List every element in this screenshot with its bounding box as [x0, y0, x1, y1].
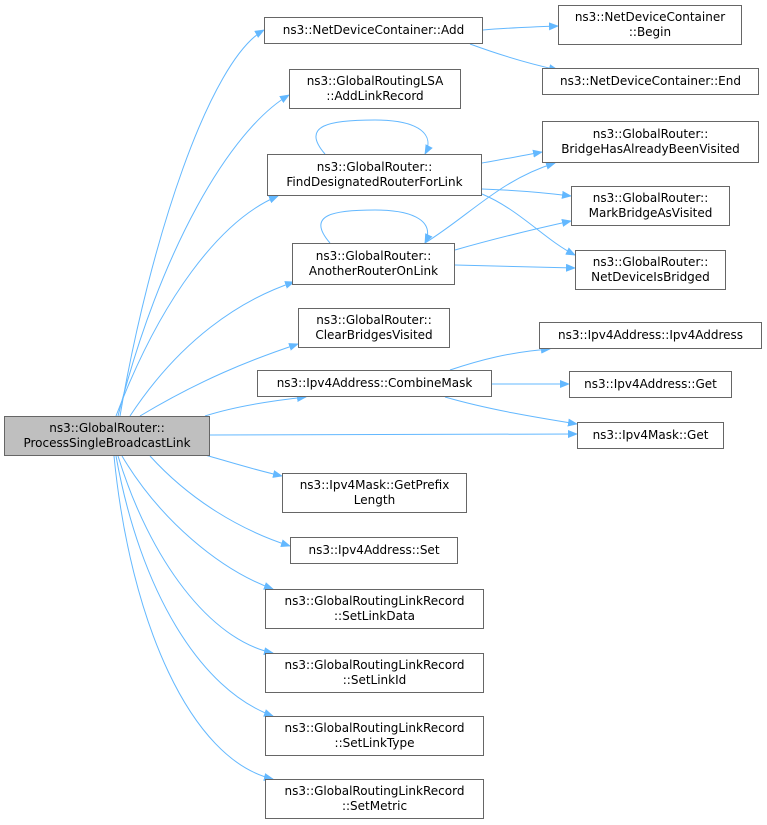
node-mark-bridge[interactable]: ns3::GlobalRouter::MarkBridgeAsVisited [571, 186, 730, 226]
edge-find-dr-to-find-dr [315, 119, 433, 155]
node-label-line: ns3::GlobalRouter:: [592, 191, 709, 205]
node-label-line: ns3::GlobalRouter:: [592, 127, 709, 141]
edge-combine-mask-to-ipv4-ctor [449, 345, 551, 371]
node-label-line: ns3::GlobalRouter:: [592, 255, 709, 269]
node-label-line: ns3::GlobalRouter:: [316, 160, 433, 174]
edge-root-to-find-dr [115, 195, 279, 417]
edge-ndc-add-to-ndc-end [469, 43, 559, 73]
node-clear-bridges[interactable]: ns3::GlobalRouter::ClearBridgesVisited [298, 308, 450, 348]
edge-root-to-set-link-id [117, 455, 274, 656]
edge-another-router-to-nd-bridged [454, 263, 576, 272]
node-label-line: ProcessSingleBroadcastLink [23, 436, 191, 450]
node-label-line: ns3::Ipv4Address::Get [584, 377, 717, 391]
node-set-link-data[interactable]: ns3::GlobalRoutingLinkRecord::SetLinkDat… [265, 589, 484, 629]
node-label-line: ns3::NetDeviceContainer::End [559, 74, 741, 88]
node-label-line: ns3::Ipv4Mask::Get [592, 428, 709, 442]
node-label-line: Length [353, 493, 396, 507]
node-ndc-end[interactable]: ns3::NetDeviceContainer::End [542, 68, 759, 95]
node-label-line: ns3::NetDeviceContainer [574, 10, 726, 24]
node-label-line: ns3::Ipv4Address::Set [308, 543, 440, 557]
node-label-line: ns3::GlobalRouter:: [49, 421, 165, 435]
node-label-line: ::SetLinkId [342, 673, 407, 687]
edge-another-router-to-bridge-visited [424, 161, 556, 244]
edge-find-dr-to-bridge-visited [481, 149, 543, 164]
node-label-line: ns3::GlobalRoutingLSA [306, 74, 444, 88]
node-label-line: ns3::Ipv4Address::CombineMask [276, 376, 473, 390]
node-label-line: BridgeHasAlreadyBeenVisited [561, 142, 740, 156]
node-label-line: AnotherRouterOnLink [308, 264, 439, 278]
edge-root-to-set-metric [113, 455, 274, 781]
node-ndc-begin[interactable]: ns3::NetDeviceContainer::Begin [558, 5, 742, 45]
node-label-line: ns3::GlobalRouter:: [315, 249, 432, 263]
edge-ndc-add-to-ndc-begin [482, 22, 559, 31]
node-ndc-add[interactable]: ns3::NetDeviceContainer::Add [264, 17, 483, 44]
node-bridge-visited[interactable]: ns3::GlobalRouter::BridgeHasAlreadyBeenV… [542, 121, 759, 163]
edge-root-to-ipv4-set [149, 455, 291, 548]
edge-another-router-to-another-router [320, 209, 433, 244]
node-label-line: ::Begin [628, 25, 672, 39]
edge-find-dr-to-nd-bridged [481, 193, 576, 256]
node-ipv4-ctor[interactable]: ns3::Ipv4Address::Ipv4Address [539, 322, 762, 349]
node-label-line: ns3::NetDeviceContainer::Add [282, 23, 465, 37]
node-nd-bridged[interactable]: ns3::GlobalRouter::NetDeviceIsBridged [575, 250, 726, 290]
edge-root-to-prefix-len [204, 454, 283, 478]
node-set-metric[interactable]: ns3::GlobalRoutingLinkRecord::SetMetric [265, 779, 484, 819]
node-label-line: ns3::GlobalRoutingLinkRecord [284, 594, 465, 608]
node-label-line: ns3::GlobalRoutingLinkRecord [284, 721, 465, 735]
node-label-line: ns3::GlobalRoutingLinkRecord [284, 784, 465, 798]
node-label-line: FindDesignatedRouterForLink [286, 175, 463, 189]
node-label-line: ::SetMetric [341, 799, 408, 813]
node-label-line: ::AddLinkRecord [326, 89, 424, 103]
node-combine-mask[interactable]: ns3::Ipv4Address::CombineMask [257, 370, 492, 397]
edge-root-to-another-router [129, 281, 295, 417]
node-another-router[interactable]: ns3::GlobalRouter::AnotherRouterOnLink [292, 243, 455, 285]
edge-root-to-clear-bridges [139, 343, 299, 417]
node-label-line: ClearBridgesVisited [315, 328, 433, 342]
node-label-line: ns3::GlobalRoutingLinkRecord [284, 658, 465, 672]
edge-root-to-set-link-data [121, 455, 274, 590]
node-label-line: NetDeviceIsBridged [591, 270, 710, 284]
node-set-link-type[interactable]: ns3::GlobalRoutingLinkRecord::SetLinkTyp… [265, 716, 484, 756]
node-set-link-id[interactable]: ns3::GlobalRoutingLinkRecord::SetLinkId [265, 653, 484, 693]
node-label-line: ns3::Ipv4Address::Ipv4Address [557, 328, 744, 342]
edge-find-dr-to-mark-bridge [481, 188, 572, 199]
node-label-line: ns3::GlobalRouter:: [316, 313, 432, 327]
edge-another-router-to-mark-bridge [454, 219, 572, 251]
node-label-line: ns3::Ipv4Mask::GetPrefix [299, 478, 450, 492]
node-find-dr[interactable]: ns3::GlobalRouter::FindDesignatedRouterF… [267, 154, 482, 196]
node-label-line: ::SetLinkData [333, 609, 416, 623]
node-ipv4-set[interactable]: ns3::Ipv4Address::Set [290, 537, 458, 564]
node-lsa-add[interactable]: ns3::GlobalRoutingLSA::AddLinkRecord [289, 69, 461, 109]
node-ipv4-get[interactable]: ns3::Ipv4Address::Get [569, 371, 732, 398]
edge-root-to-set-link-type [115, 455, 274, 717]
edge-combine-mask-to-mask-get [444, 396, 578, 427]
edge-root-to-lsa-add [117, 94, 290, 417]
node-label-line: MarkBridgeAsVisited [588, 206, 713, 220]
node-root: ns3::GlobalRouter::ProcessSingleBroadcas… [4, 416, 210, 456]
edge-root-to-combine-mask [204, 393, 307, 417]
node-mask-get[interactable]: ns3::Ipv4Mask::Get [577, 422, 724, 449]
node-label-line: ::SetLinkType [334, 736, 415, 750]
edge-root-to-mask-get [209, 430, 578, 439]
edge-root-to-ndc-add [119, 29, 265, 417]
